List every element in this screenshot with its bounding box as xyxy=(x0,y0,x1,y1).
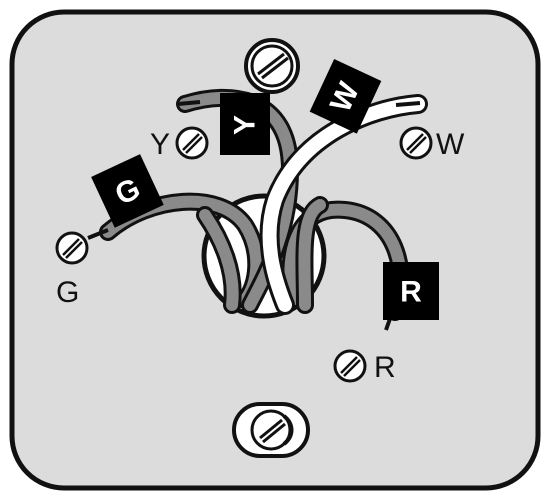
terminal-screw-r-icon xyxy=(333,349,367,383)
terminal-screw-y-icon xyxy=(175,126,209,160)
wire-tag-g: G xyxy=(91,154,164,228)
terminal-label-r: R xyxy=(374,351,396,384)
wire-tag-y: Y xyxy=(220,93,270,155)
terminal-screw-w-icon xyxy=(399,126,433,160)
wire-end-y xyxy=(177,100,201,106)
wire-tag-y-label: Y xyxy=(229,115,262,135)
wire-end-w xyxy=(395,101,421,107)
terminal-label-w: W xyxy=(436,128,465,161)
wire-end-g xyxy=(87,228,109,240)
terminal-label-y: Y xyxy=(150,128,170,161)
top-mounting-screw-icon xyxy=(244,38,300,94)
terminal-screw-g-icon xyxy=(55,231,89,265)
wire-tag-r-label: R xyxy=(400,276,422,309)
bottom-mounting-screw-icon xyxy=(232,402,310,458)
terminal-label-g: G xyxy=(56,276,79,309)
wire-tag-r: R xyxy=(383,262,439,320)
wire-tag-w: W xyxy=(309,59,382,134)
